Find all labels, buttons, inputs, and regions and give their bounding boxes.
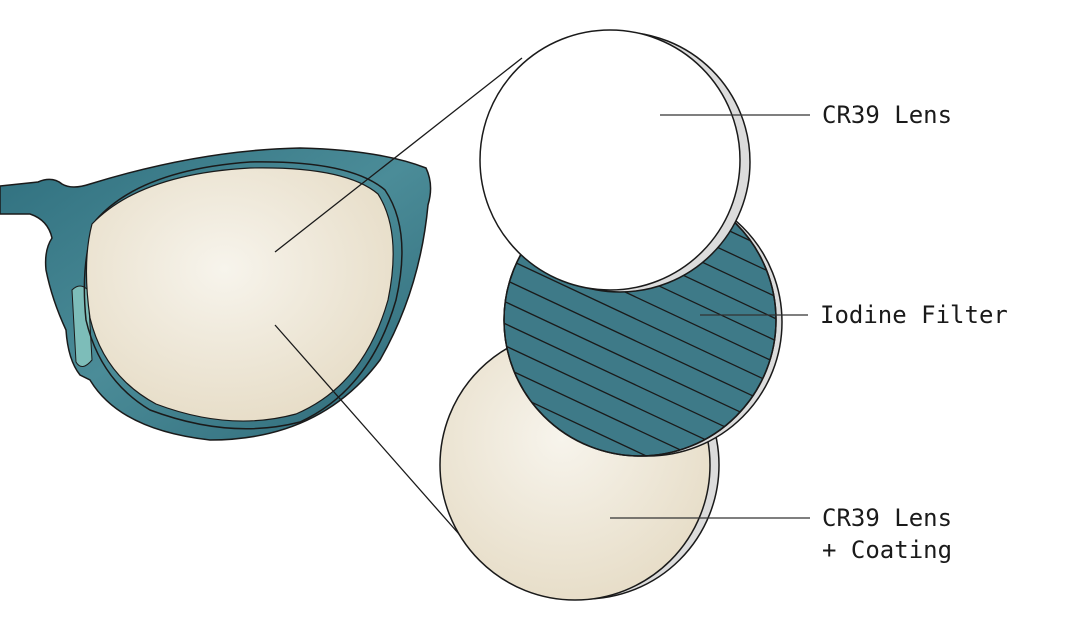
label-bottom-lens: CR39 Lens xyxy=(822,504,953,532)
callout-line-top xyxy=(274,57,523,253)
glasses-frame xyxy=(0,147,432,441)
hatch-line xyxy=(480,0,800,22)
top-lens xyxy=(479,26,751,293)
hatch-line xyxy=(504,245,776,397)
hatch-line xyxy=(504,267,776,419)
hatch-line xyxy=(504,377,776,456)
hatch-line xyxy=(504,333,776,456)
label-coating: + Coating xyxy=(822,536,953,564)
frame-lens xyxy=(85,167,394,422)
callout-line-bottom xyxy=(274,324,467,543)
label-iodine-filter: Iodine Filter xyxy=(820,301,1008,329)
label-top-lens: CR39 Lens xyxy=(822,101,953,129)
hatch-line xyxy=(504,355,776,456)
